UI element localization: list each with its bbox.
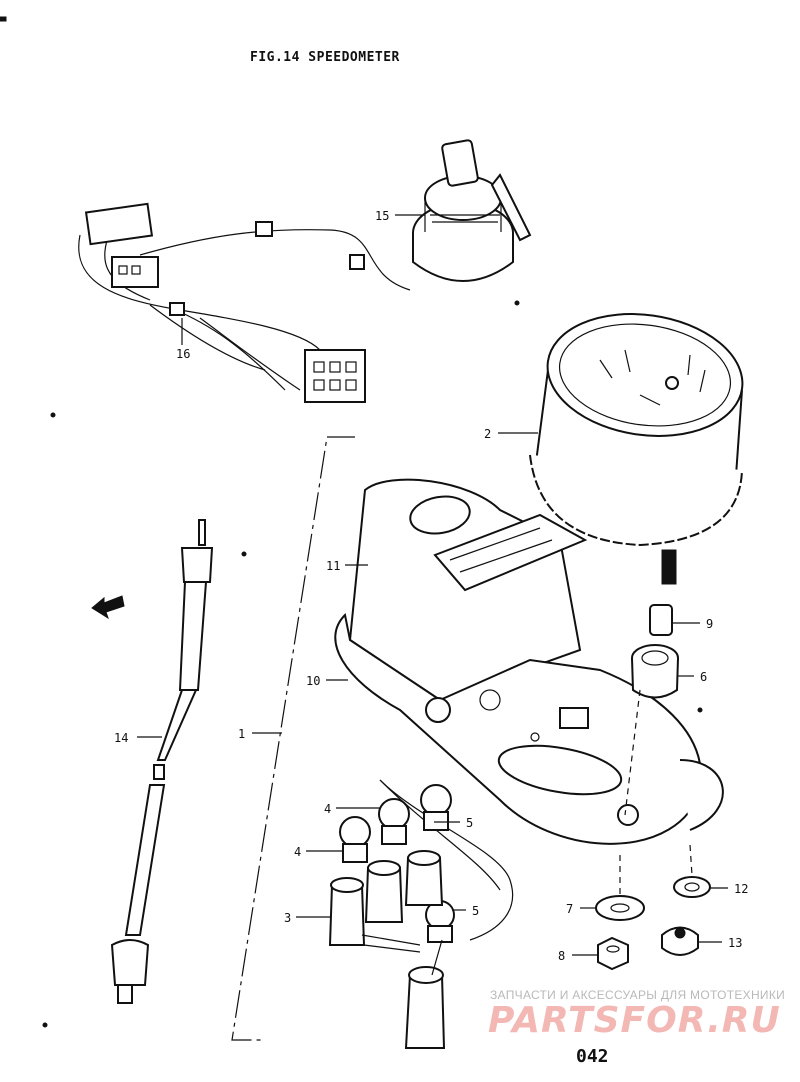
callout-4-bottom: 4 (294, 845, 301, 859)
callout-7: 7 (566, 902, 573, 916)
callout-4-top: 4 (324, 802, 331, 816)
callout-11: 11 (326, 559, 340, 573)
page-number: 042 (576, 1046, 609, 1067)
watermark-logo: PARTSFOR.RU (488, 1000, 781, 1041)
meter-housing (348, 478, 588, 702)
watermark-tagline: ЗАПЧАСТИ И АКСЕССУАРЫ ДЛЯ МОТОТЕХНИКИ (490, 988, 786, 1002)
meter-base-plate (334, 612, 724, 845)
callout-3: 3 (284, 911, 291, 925)
speedometer-gauge (529, 313, 744, 585)
ignition-switch (412, 139, 532, 282)
assembly-bracket (231, 436, 355, 1041)
callout-12: 12 (734, 882, 748, 896)
callout-6: 6 (700, 670, 707, 684)
callout-8: 8 (558, 949, 565, 963)
lock-washer (673, 876, 711, 898)
wiring-harness (78, 202, 411, 403)
hex-nut (597, 936, 629, 971)
callout-2: 2 (484, 427, 491, 441)
callout-5-top: 5 (466, 816, 473, 830)
callout-14: 14 (114, 731, 128, 745)
callout-9: 9 (706, 617, 713, 631)
callout-15: 15 (375, 209, 389, 223)
callouts: 15 16 2 11 10 9 6 14 1 4 5 4 3 5 7 12 8 (114, 209, 748, 963)
front-arrow-icon (91, 595, 125, 620)
speedometer-cable (110, 519, 214, 1004)
callout-1: 1 (238, 727, 245, 741)
callout-13: 13 (728, 936, 742, 950)
figure-title: FIG.14 SPEEDOMETER (250, 50, 400, 65)
collar (649, 604, 673, 636)
callout-5-bottom: 5 (472, 904, 479, 918)
bulb-sockets (328, 779, 514, 1049)
washer (595, 895, 645, 921)
grommet (631, 644, 679, 699)
cap-nut (661, 926, 699, 956)
corner-mark (0, 16, 7, 22)
callout-10: 10 (306, 674, 320, 688)
callout-16: 16 (176, 347, 190, 361)
